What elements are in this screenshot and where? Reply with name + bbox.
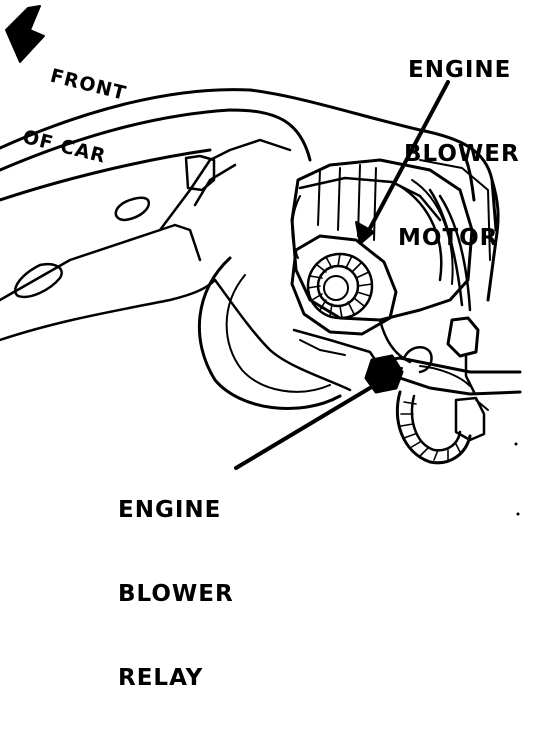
front-direction-arrow [5, 5, 45, 63]
motor-label-line-1: ENGINE [408, 57, 512, 83]
diagram-canvas: FRONT OF CAR ENGINE BLOWER MOTOR ENGINE … [0, 0, 522, 691]
relay-label-line-3: RELAY [118, 665, 204, 691]
engine-blower-relay-label: ENGINE BLOWER RELAY [118, 440, 234, 748]
relay-leader-arrowhead [379, 367, 403, 389]
relay-leader-arrow [234, 374, 392, 470]
blower-housing [290, 158, 491, 364]
wheel-opening-inner [225, 274, 331, 393]
blower-motor [290, 234, 398, 366]
motor-leader-arrow [366, 80, 450, 234]
motor-leader-arrowhead [355, 221, 375, 245]
speck [514, 442, 518, 446]
front-of-car-line-2: OF CAR [20, 125, 109, 168]
wheel-opening [197, 256, 342, 411]
engine-compartment-illustration [0, 5, 522, 516]
front-of-car-line-1: FRONT [48, 64, 129, 105]
motor-label-line-2: BLOWER [404, 141, 520, 167]
relay-label-line-2: BLOWER [118, 581, 234, 607]
motor-label-line-3: MOTOR [398, 225, 499, 251]
relay-label-line-1: ENGINE [118, 497, 222, 523]
engine-blower-motor-label: ENGINE BLOWER MOTOR [398, 0, 520, 308]
speck [516, 512, 520, 516]
